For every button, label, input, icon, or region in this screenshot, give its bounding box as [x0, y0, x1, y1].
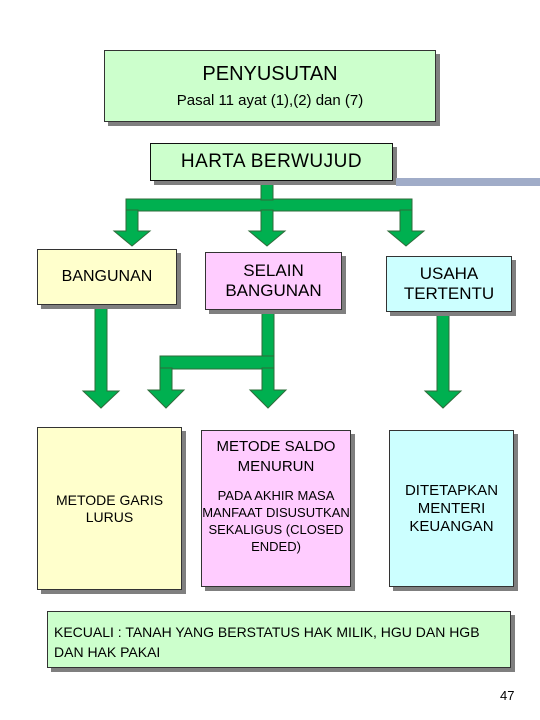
bangunan-box: BANGUNAN [37, 249, 177, 305]
metode-garis-lurus-box: METODE GARIS LURUS [37, 427, 182, 590]
category-box: HARTA BERWUJUD [150, 143, 393, 181]
page-number: 47 [500, 688, 515, 703]
exception-box: KECUALI : TANAH YANG BERSTATUS HAK MILIK… [47, 611, 511, 668]
arrow-to-usaha-tertentu [386, 209, 426, 247]
saldo-menurun-title: METODE SALDO MENURUN [216, 438, 336, 475]
distribution-bar [125, 198, 413, 212]
arrow-usaha-to-ditetapkan [423, 311, 463, 409]
selain-stem [261, 311, 275, 358]
title-box: PENYUSUTAN Pasal 11 ayat (1),(2) dan (7) [104, 50, 436, 122]
usaha-tertentu-box: USAHA TERTENTU [386, 256, 512, 312]
arrow-to-selain-bangunan [247, 209, 287, 247]
arrow-to-bangunan [112, 209, 152, 247]
arrow-selain-to-saldo-menurun [248, 367, 288, 409]
metode-saldo-menurun-box: METODE SALDO MENURUN PADA AKHIR MASA MAN… [201, 430, 351, 587]
main-title: PENYUSUTAN [202, 63, 338, 85]
selain-bangunan-box: SELAIN BANGUNAN [205, 252, 342, 310]
accent-line [396, 178, 540, 186]
ditetapkan-menteri-box: DITETAPKAN MENTERI KEUANGAN [389, 430, 514, 587]
selain-bend [159, 355, 275, 370]
trunk-stem [260, 180, 274, 201]
arrow-selain-to-garis-lurus [146, 367, 186, 409]
saldo-menurun-description: PADA AKHIR MASA MANFAAT DISUSUTKAN SEKAL… [202, 488, 350, 554]
arrow-bangunan-to-garis-lurus [81, 307, 121, 409]
subtitle: Pasal 11 ayat (1),(2) dan (7) [176, 92, 364, 109]
